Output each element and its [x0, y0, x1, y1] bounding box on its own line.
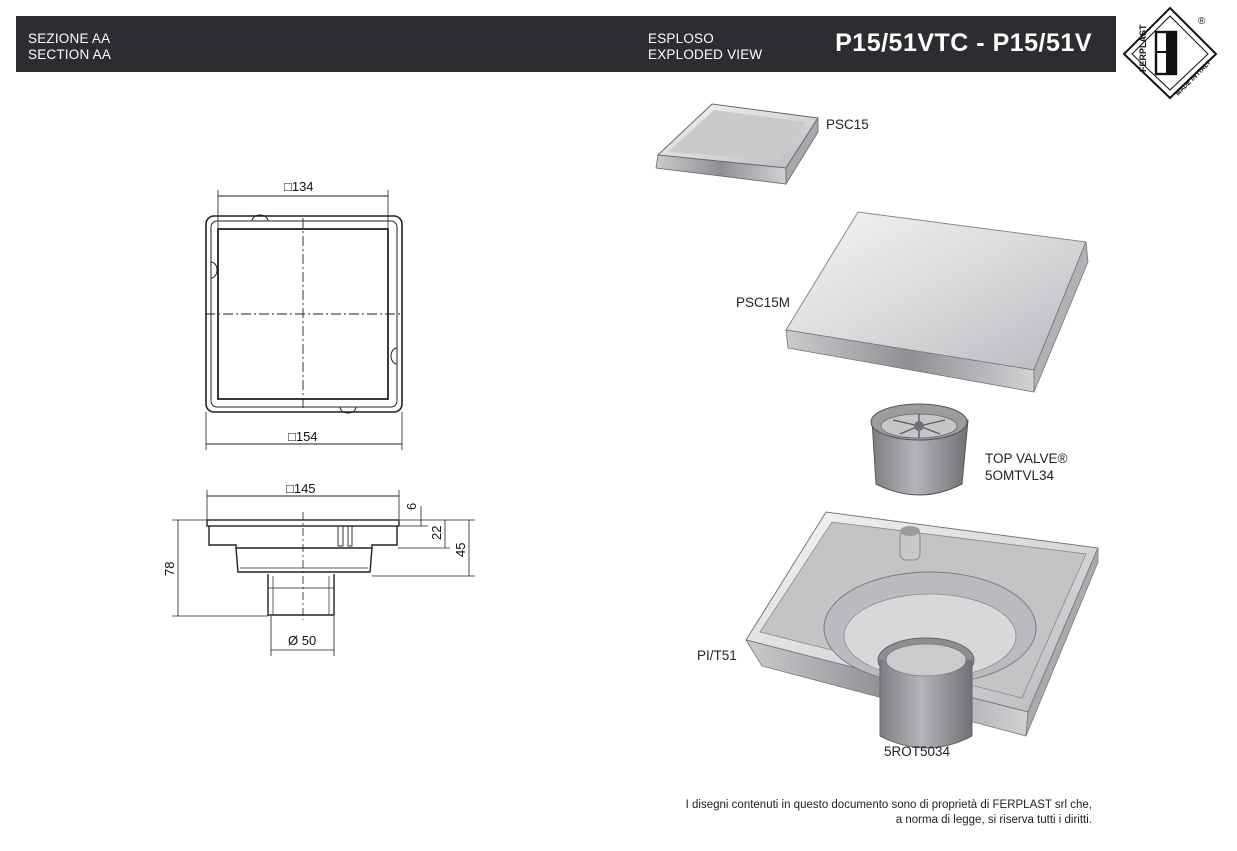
section-label: SEZIONE AA SECTION AA — [28, 31, 111, 63]
label-psc15m: PSC15M — [736, 295, 791, 310]
header-bar: SEZIONE AA SECTION AA ESPLOSO EXPLODED V… — [16, 16, 1116, 72]
dim-top-label: □145 — [286, 481, 316, 496]
dim-inner-label: □134 — [284, 179, 314, 194]
copyright-line-2: a norma di legge, si riserva tutti i dir… — [895, 814, 1092, 826]
section-view — [172, 490, 475, 656]
label-top-valve: TOP VALVE® 5OMTVL34 — [985, 450, 1067, 484]
exploded-view — [655, 103, 1099, 749]
section-label-it: SEZIONE AA — [28, 31, 111, 46]
dim-45-label: 45 — [453, 543, 468, 557]
exploded-label-it: ESPLOSO — [648, 31, 714, 46]
label-psc15: PSC15 — [826, 117, 869, 132]
exploded-label: ESPLOSO EXPLODED VIEW — [648, 31, 762, 63]
logo-brand: FERPLAST — [1138, 24, 1148, 72]
dim-pipe-label: Ø 50 — [288, 633, 316, 648]
ferplast-logo-icon: FERPLAST MADE IN ITALY ® — [1122, 6, 1218, 100]
label-5rot5034: 5ROT5034 — [884, 744, 951, 759]
copyright-notice: I disegni contenuti in questo documento … — [686, 798, 1092, 828]
logo-registered: ® — [1198, 16, 1206, 27]
label-pi-t51: PI/T51 — [697, 648, 737, 663]
pi-t51-body-illustration — [745, 511, 1099, 749]
label-top-valve-name: TOP VALVE® — [985, 451, 1068, 466]
top-valve-illustration — [870, 403, 969, 496]
top-view — [205, 190, 403, 450]
product-code: P15/51VTC - P15/51V — [835, 29, 1092, 57]
dim-6-label: 6 — [404, 503, 419, 510]
psc15-tray-illustration — [655, 103, 819, 186]
dim-22-label: 22 — [429, 526, 444, 540]
label-top-valve-code: 5OMTVL34 — [985, 468, 1055, 483]
section-label-en: SECTION AA — [28, 47, 112, 62]
technical-drawing: □134 □154 □ — [162, 179, 475, 656]
dim-78-label: 78 — [162, 562, 177, 576]
dim-outer-label: □154 — [288, 429, 318, 444]
exploded-label-en: EXPLODED VIEW — [648, 47, 763, 62]
copyright-line-1: I disegni contenuti in questo documento … — [685, 799, 1092, 811]
psc15m-plate-illustration — [785, 211, 1089, 393]
